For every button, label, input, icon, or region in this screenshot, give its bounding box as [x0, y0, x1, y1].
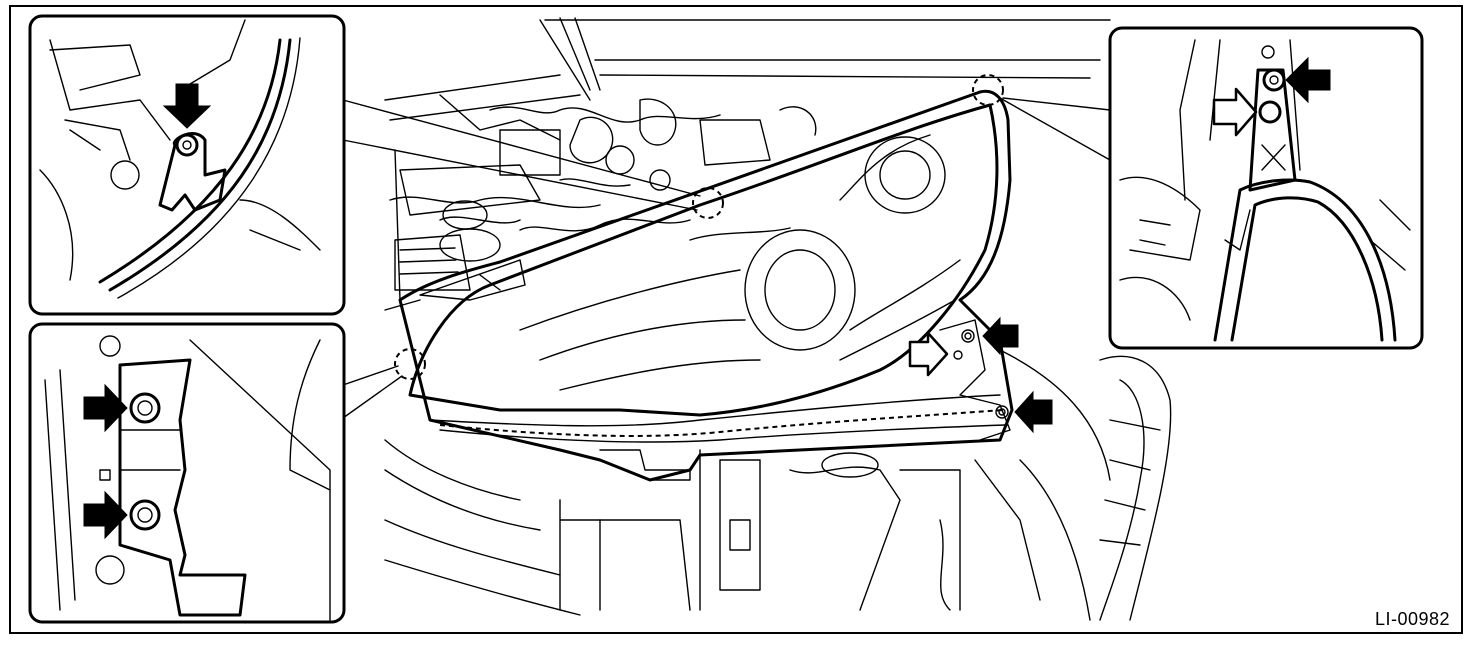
callout-line-top-left-2 [342, 139, 698, 211]
location-circle-left [394, 348, 426, 380]
white-arrow-icon [908, 331, 949, 377]
black-arrow-icon [1285, 56, 1331, 104]
inset-top-right [1108, 26, 1424, 350]
location-circle-upper-right [972, 74, 1004, 106]
callout-line-top-left [342, 99, 701, 197]
inset-bottom-left [28, 322, 346, 624]
callout-line-bottom-left-2 [342, 375, 403, 419]
black-arrow-icon [1014, 390, 1053, 434]
black-arrow-icon [982, 316, 1019, 356]
black-arrow-icon [83, 383, 128, 433]
callout-line-top-right [999, 97, 1111, 161]
figure-frame [9, 5, 1463, 634]
white-arrow-icon [1212, 87, 1258, 137]
inset-top-left [28, 14, 346, 316]
headlamp-assembly [398, 89, 1014, 482]
callout-line-top-right-2 [1002, 97, 1111, 111]
engine-bay-scene [384, 17, 1172, 621]
location-circle-upper-left [692, 187, 724, 219]
callout-line-bottom-left [342, 365, 399, 386]
black-arrow-icon [83, 490, 128, 540]
black-arrow-icon [162, 83, 212, 129]
figure-code-label: LI-00982 [1374, 609, 1450, 629]
